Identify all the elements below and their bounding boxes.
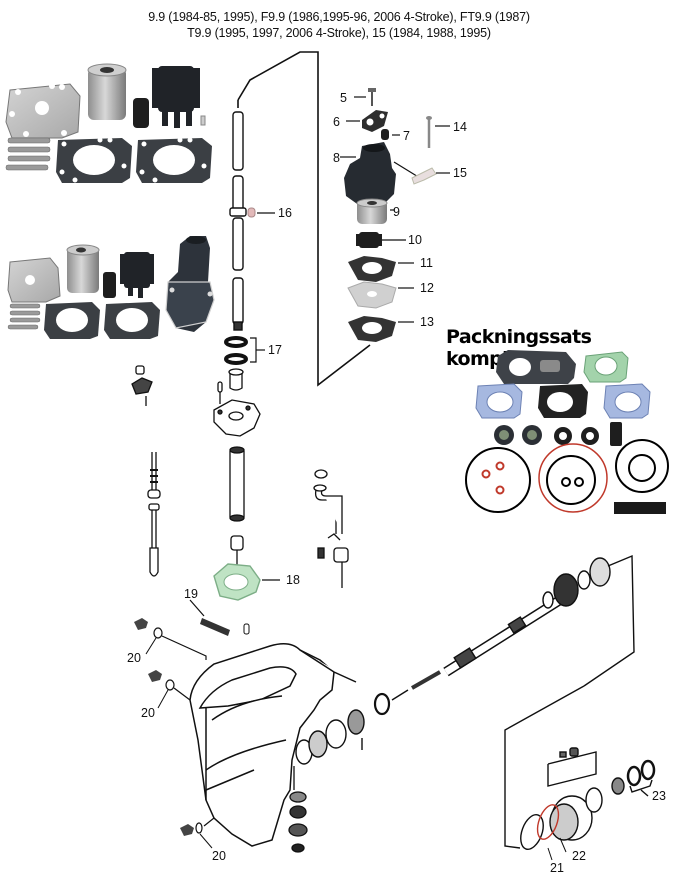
propeller-shaft-assembly [295,554,635,765]
gasket [56,137,132,183]
kit-gasket-black [538,384,588,418]
drain-screw-middle [148,670,191,709]
drive-shaft [229,111,247,331]
drive-shaft-bushing [228,368,244,391]
shift-rod-bracket [131,365,153,406]
pump-housing-liner [88,68,126,120]
gasket [44,302,100,339]
kit-gasket-green [583,351,629,383]
callout-13: 13 [420,315,434,329]
callout-19: 19 [184,587,198,601]
plate-6 [346,110,388,132]
pump-housing-liner [67,247,99,293]
lower-unit-housing [189,643,357,847]
kit-oil-seals [494,422,622,446]
kit-gasket-blue-left [475,383,523,419]
water-pump-kit-1 [5,63,212,183]
water-pump-kit-2 [7,236,215,339]
drain-screw-bottom [180,817,215,849]
model-list-line-1: 9.9 (1984-85, 1995), F9.9 (1986,1995-96,… [148,10,530,24]
pump-housing-8 [340,142,421,206]
bolt-14 [426,116,450,148]
leader-lines [237,51,371,387]
callout-10: 10 [408,233,422,247]
plate-12 [347,281,414,309]
callout-17: 17 [268,343,282,357]
seals-17 [224,336,265,365]
callout-12: 12 [420,281,434,295]
callout-23: 23 [652,789,666,803]
kit-gasket-dark [496,350,576,384]
grommet-7 [381,129,400,140]
callout-15: 15 [453,166,467,180]
impeller [152,66,200,128]
water-inlet-pipe [313,469,349,588]
liner-9 [356,198,395,224]
gasket-13 [348,316,414,342]
impeller-10 [356,232,406,248]
o-ring-21 [520,814,553,861]
callout-9: 9 [393,205,400,219]
pin [217,381,223,404]
impeller [120,252,154,298]
callout-7: 7 [403,129,410,143]
gasket-kit-contents [465,350,669,514]
gasket [136,137,212,183]
kit-o-rings [465,439,669,514]
bolts [7,303,41,330]
callout-22: 22 [572,849,586,863]
gasket-11 [348,256,414,282]
gasket [104,302,160,339]
bolt-5 [354,88,376,106]
bracket-15 [411,167,450,185]
o-ring-22 [536,804,567,853]
shift-rod [147,452,161,577]
pump-housing [165,236,215,332]
pinion-gear-stack [288,766,308,853]
callout-8: 8 [333,151,340,165]
bearing-housing-plate [213,399,261,437]
callout-6: 6 [333,115,340,129]
callout-11: 11 [420,256,433,270]
drain-screw-top [134,618,207,660]
callout-16: 16 [278,206,292,220]
callout-21: 21 [550,861,564,875]
sleeve [103,272,116,298]
callout-20-top: 20 [127,651,141,665]
callout-5: 5 [340,91,347,105]
kit-gasket-blue-right [603,383,651,419]
model-list-line-2: T9.9 (1995, 1997, 2006 4-Stroke), 15 (19… [187,26,491,40]
callout-20-middle: 20 [141,706,155,720]
callout-14: 14 [453,120,467,134]
callout-labels: 5 6 7 8 9 10 11 12 13 14 15 16 17 18 19 … [127,91,666,875]
bolts [5,137,51,171]
sleeve [133,98,149,128]
callout-20-bottom: 20 [212,849,226,863]
gasket-18 [213,563,280,601]
pin-16 [247,207,275,218]
strainer-19 [189,599,250,636]
callout-18: 18 [286,573,300,587]
water-tube [229,446,245,568]
bearing-carrier-group [504,685,656,849]
